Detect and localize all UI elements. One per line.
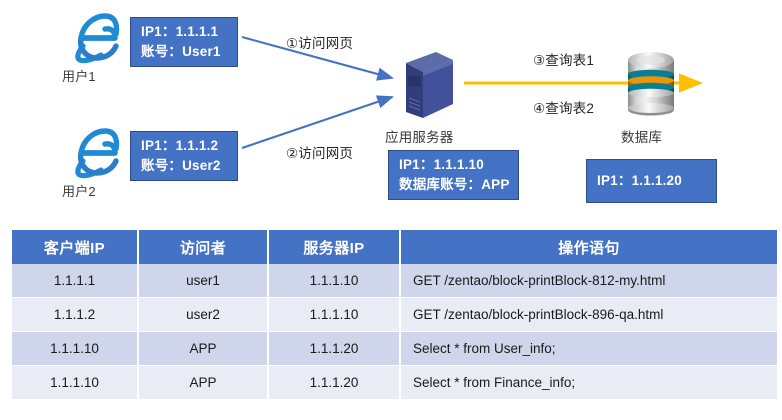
flow-label-2: ②访问网页 xyxy=(286,146,354,161)
user1-info-box: IP1：1.1.1.1 账号：User1 xyxy=(130,17,238,67)
server-info-box: IP1：1.1.1.10 数据库账号：APP xyxy=(388,150,519,200)
database-ip: IP1：1.1.1.20 xyxy=(597,173,682,189)
user2-label: 用户2 xyxy=(62,184,96,199)
server-db-account: 数据库账号：APP xyxy=(399,177,510,192)
server-ip: IP1：1.1.1.10 xyxy=(399,157,484,173)
user1-label: 用户1 xyxy=(62,69,96,84)
cell-statement: Select * from Finance_info; xyxy=(400,365,777,400)
table-header-statement: 操作语句 xyxy=(400,230,777,264)
internet-explorer-icon xyxy=(75,128,120,179)
arrow-user1-to-server xyxy=(241,35,395,81)
database-cylinder-icon xyxy=(628,52,674,116)
cell-visitor: user2 xyxy=(138,297,269,332)
table-row: 1.1.1.2 user2 1.1.1.10 GET /zentao/block… xyxy=(12,297,777,332)
flow-label-4: ④查询表2 xyxy=(533,101,595,116)
cell-client-ip: 1.1.1.10 xyxy=(12,331,139,366)
table-header-visitor: 访问者 xyxy=(138,230,269,264)
database-label: 数据库 xyxy=(621,130,663,145)
cell-visitor: user1 xyxy=(138,264,269,298)
architecture-diagram: 用户1 IP1：1.1.1.1 账号：User1 用户2 IP1：1.1.1.2… xyxy=(62,13,717,203)
database-info-box: IP1：1.1.1.20 xyxy=(586,159,717,203)
user1-ip: IP1：1.1.1.1 xyxy=(141,24,219,40)
table-header-server-ip: 服务器IP xyxy=(268,230,401,264)
user1-account: 账号：User1 xyxy=(141,44,221,59)
cell-server-ip: 1.1.1.10 xyxy=(268,297,401,332)
cell-server-ip: 1.1.1.10 xyxy=(268,264,401,298)
cell-statement: Select * from User_info; xyxy=(400,331,777,366)
cell-client-ip: 1.1.1.2 xyxy=(12,297,139,332)
server-tower-icon xyxy=(406,52,453,118)
user2-info-box: IP1：1.1.1.2 账号：User2 xyxy=(130,131,238,181)
cell-visitor: APP xyxy=(138,365,269,400)
table-row: 1.1.1.10 APP 1.1.1.20 Select * from User… xyxy=(12,331,777,366)
access-log-table: 客户端IP 访问者 服务器IP 操作语句 1.1.1.1 user1 1.1.1… xyxy=(12,230,777,400)
table-header-client-ip: 客户端IP xyxy=(12,230,139,264)
cell-server-ip: 1.1.1.20 xyxy=(268,365,401,400)
cell-client-ip: 1.1.1.1 xyxy=(12,264,139,298)
cell-statement: GET /zentao/block-printBlock-812-my.html xyxy=(400,264,777,298)
cell-server-ip: 1.1.1.20 xyxy=(268,331,401,366)
cell-visitor: APP xyxy=(138,331,269,366)
table-header-row: 客户端IP 访问者 服务器IP 操作语句 xyxy=(12,230,777,264)
internet-explorer-icon xyxy=(75,13,120,64)
table-row: 1.1.1.10 APP 1.1.1.20 Select * from Fina… xyxy=(12,365,777,400)
arrow-user2-to-server xyxy=(241,95,394,149)
user2-account: 账号：User2 xyxy=(141,158,221,173)
user2-ip: IP1：1.1.1.2 xyxy=(141,138,219,154)
flow-label-3: ③查询表1 xyxy=(533,53,595,68)
cell-statement: GET /zentao/block-printBlock-896-qa.html xyxy=(400,297,777,332)
cell-client-ip: 1.1.1.10 xyxy=(12,365,139,400)
flow-label-1: ①访问网页 xyxy=(286,36,354,51)
application-server-label: 应用服务器 xyxy=(385,130,454,145)
table-row: 1.1.1.1 user1 1.1.1.10 GET /zentao/block… xyxy=(12,264,777,298)
